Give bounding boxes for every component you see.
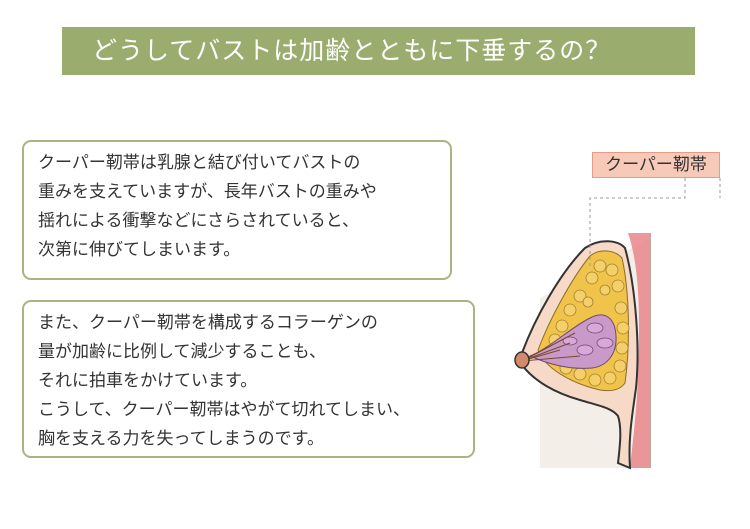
- chest-muscle: [628, 233, 650, 468]
- explanation-box-ligament: クーパー靭帯は乳腺と結び付いてバストの 重みを支えていますが、長年バストの重みや…: [22, 140, 452, 280]
- milk-ducts: [521, 332, 581, 362]
- text-line: 重みを支えていますが、長年バストの重みや: [38, 182, 377, 202]
- gland-lobes: [562, 322, 614, 356]
- text-line: 胸を支える力を失ってしまうのです。: [38, 429, 324, 449]
- cooper-ligament-label: クーパー靭帯: [592, 152, 720, 178]
- explanation-box-collagen: また、クーパー靭帯を構成するコラーゲンの 量が加齢に比例して減少することも、 そ…: [22, 300, 475, 458]
- fat-lobules: [548, 259, 630, 387]
- ligament-pointer: [589, 178, 686, 268]
- page-title: どうしてバストは加齢とともに下垂するの？: [62, 27, 695, 75]
- nipple: [514, 351, 530, 369]
- text-line: クーパー靭帯は乳腺と結び付いてバストの: [38, 153, 361, 173]
- text-line: 次第に伸びてしまいます。: [38, 240, 241, 260]
- text-line: こうして、クーパー靭帯はやがて切れてしまい、: [38, 400, 410, 420]
- text-line: また、クーパー靭帯を構成するコラーゲンの: [38, 313, 378, 333]
- text-line: 揺れによる衝撃などにさらされていると、: [38, 211, 359, 231]
- text-line: それに拍車をかけています。: [38, 371, 258, 391]
- text-line: 量が加齢に比例して減少することも、: [38, 342, 326, 362]
- breast-anatomy-illustration: [514, 178, 721, 470]
